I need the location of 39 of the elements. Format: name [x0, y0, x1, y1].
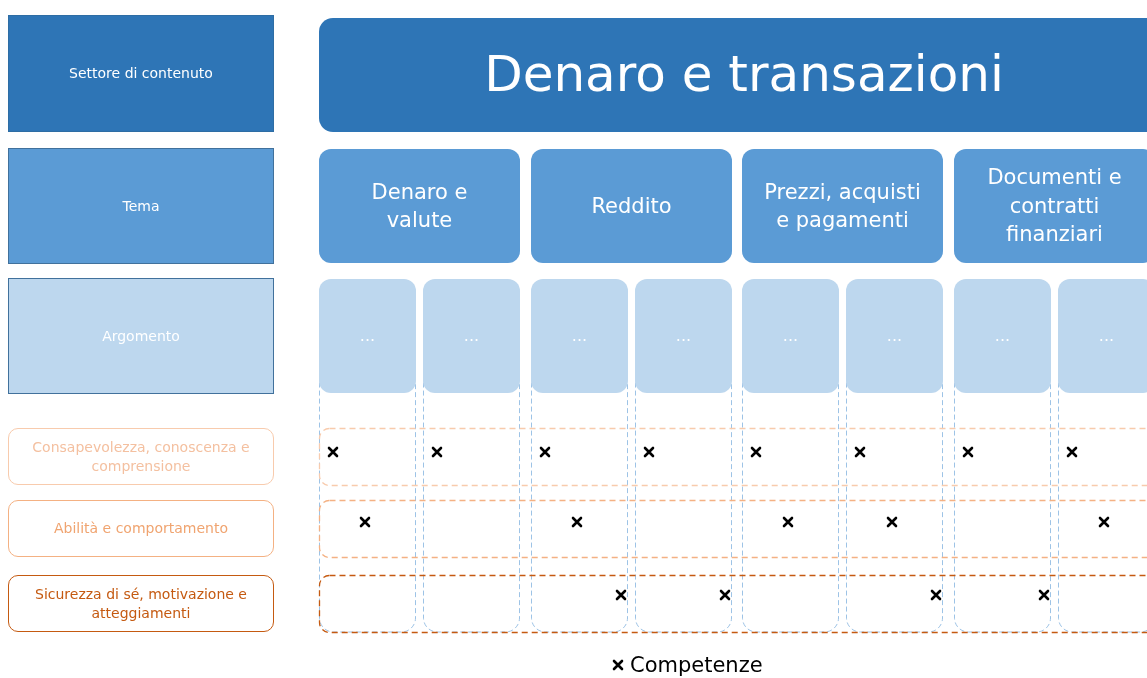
box-label: Documenti e contratti finanziari	[986, 164, 1123, 249]
box-label: ...	[993, 325, 1012, 347]
domain-title: Denaro e transazioni	[483, 44, 1005, 106]
box-label: ...	[781, 325, 800, 347]
box-label: ...	[462, 325, 481, 347]
sector-box	[8, 15, 274, 132]
theme-box	[954, 149, 1147, 263]
topic-box	[1058, 279, 1147, 393]
topic-box	[846, 279, 943, 393]
box-label: ...	[358, 325, 377, 347]
topic-box	[531, 279, 628, 393]
box-label: ...	[885, 325, 904, 347]
topic-box	[742, 279, 839, 393]
box-label: Denaro e valute	[370, 178, 469, 234]
box-label: Abilità e comportamento	[52, 519, 230, 538]
box-label: Settore di contenuto	[68, 64, 214, 83]
box-label: Consapevolezza, conoscenza e comprensione	[31, 437, 251, 476]
box-label: Reddito	[590, 192, 673, 220]
theme-box	[742, 149, 943, 263]
domain-title-box	[319, 18, 1147, 132]
topic-box	[954, 279, 1051, 393]
competence-row-box	[8, 500, 274, 557]
box-label: Argomento	[101, 326, 181, 346]
box-label: ...	[1097, 325, 1116, 347]
box-label: ...	[674, 325, 693, 347]
legend-label: Competenze	[630, 653, 763, 677]
topic-header-box	[8, 278, 274, 394]
topic-box	[635, 279, 732, 393]
competence-row-box	[8, 428, 274, 485]
theme-header-box	[8, 148, 274, 264]
box-label: Prezzi, acquisti e pagamenti	[763, 178, 922, 234]
box-label: Sicurezza di sé, motivazione e atteggiamenti	[34, 584, 248, 623]
topic-box	[319, 279, 416, 393]
box-label: Tema	[121, 196, 161, 216]
theme-box	[531, 149, 732, 263]
competence-row-box	[8, 575, 274, 632]
box-label: ...	[570, 325, 589, 347]
theme-box	[319, 149, 520, 263]
topic-box	[423, 279, 520, 393]
